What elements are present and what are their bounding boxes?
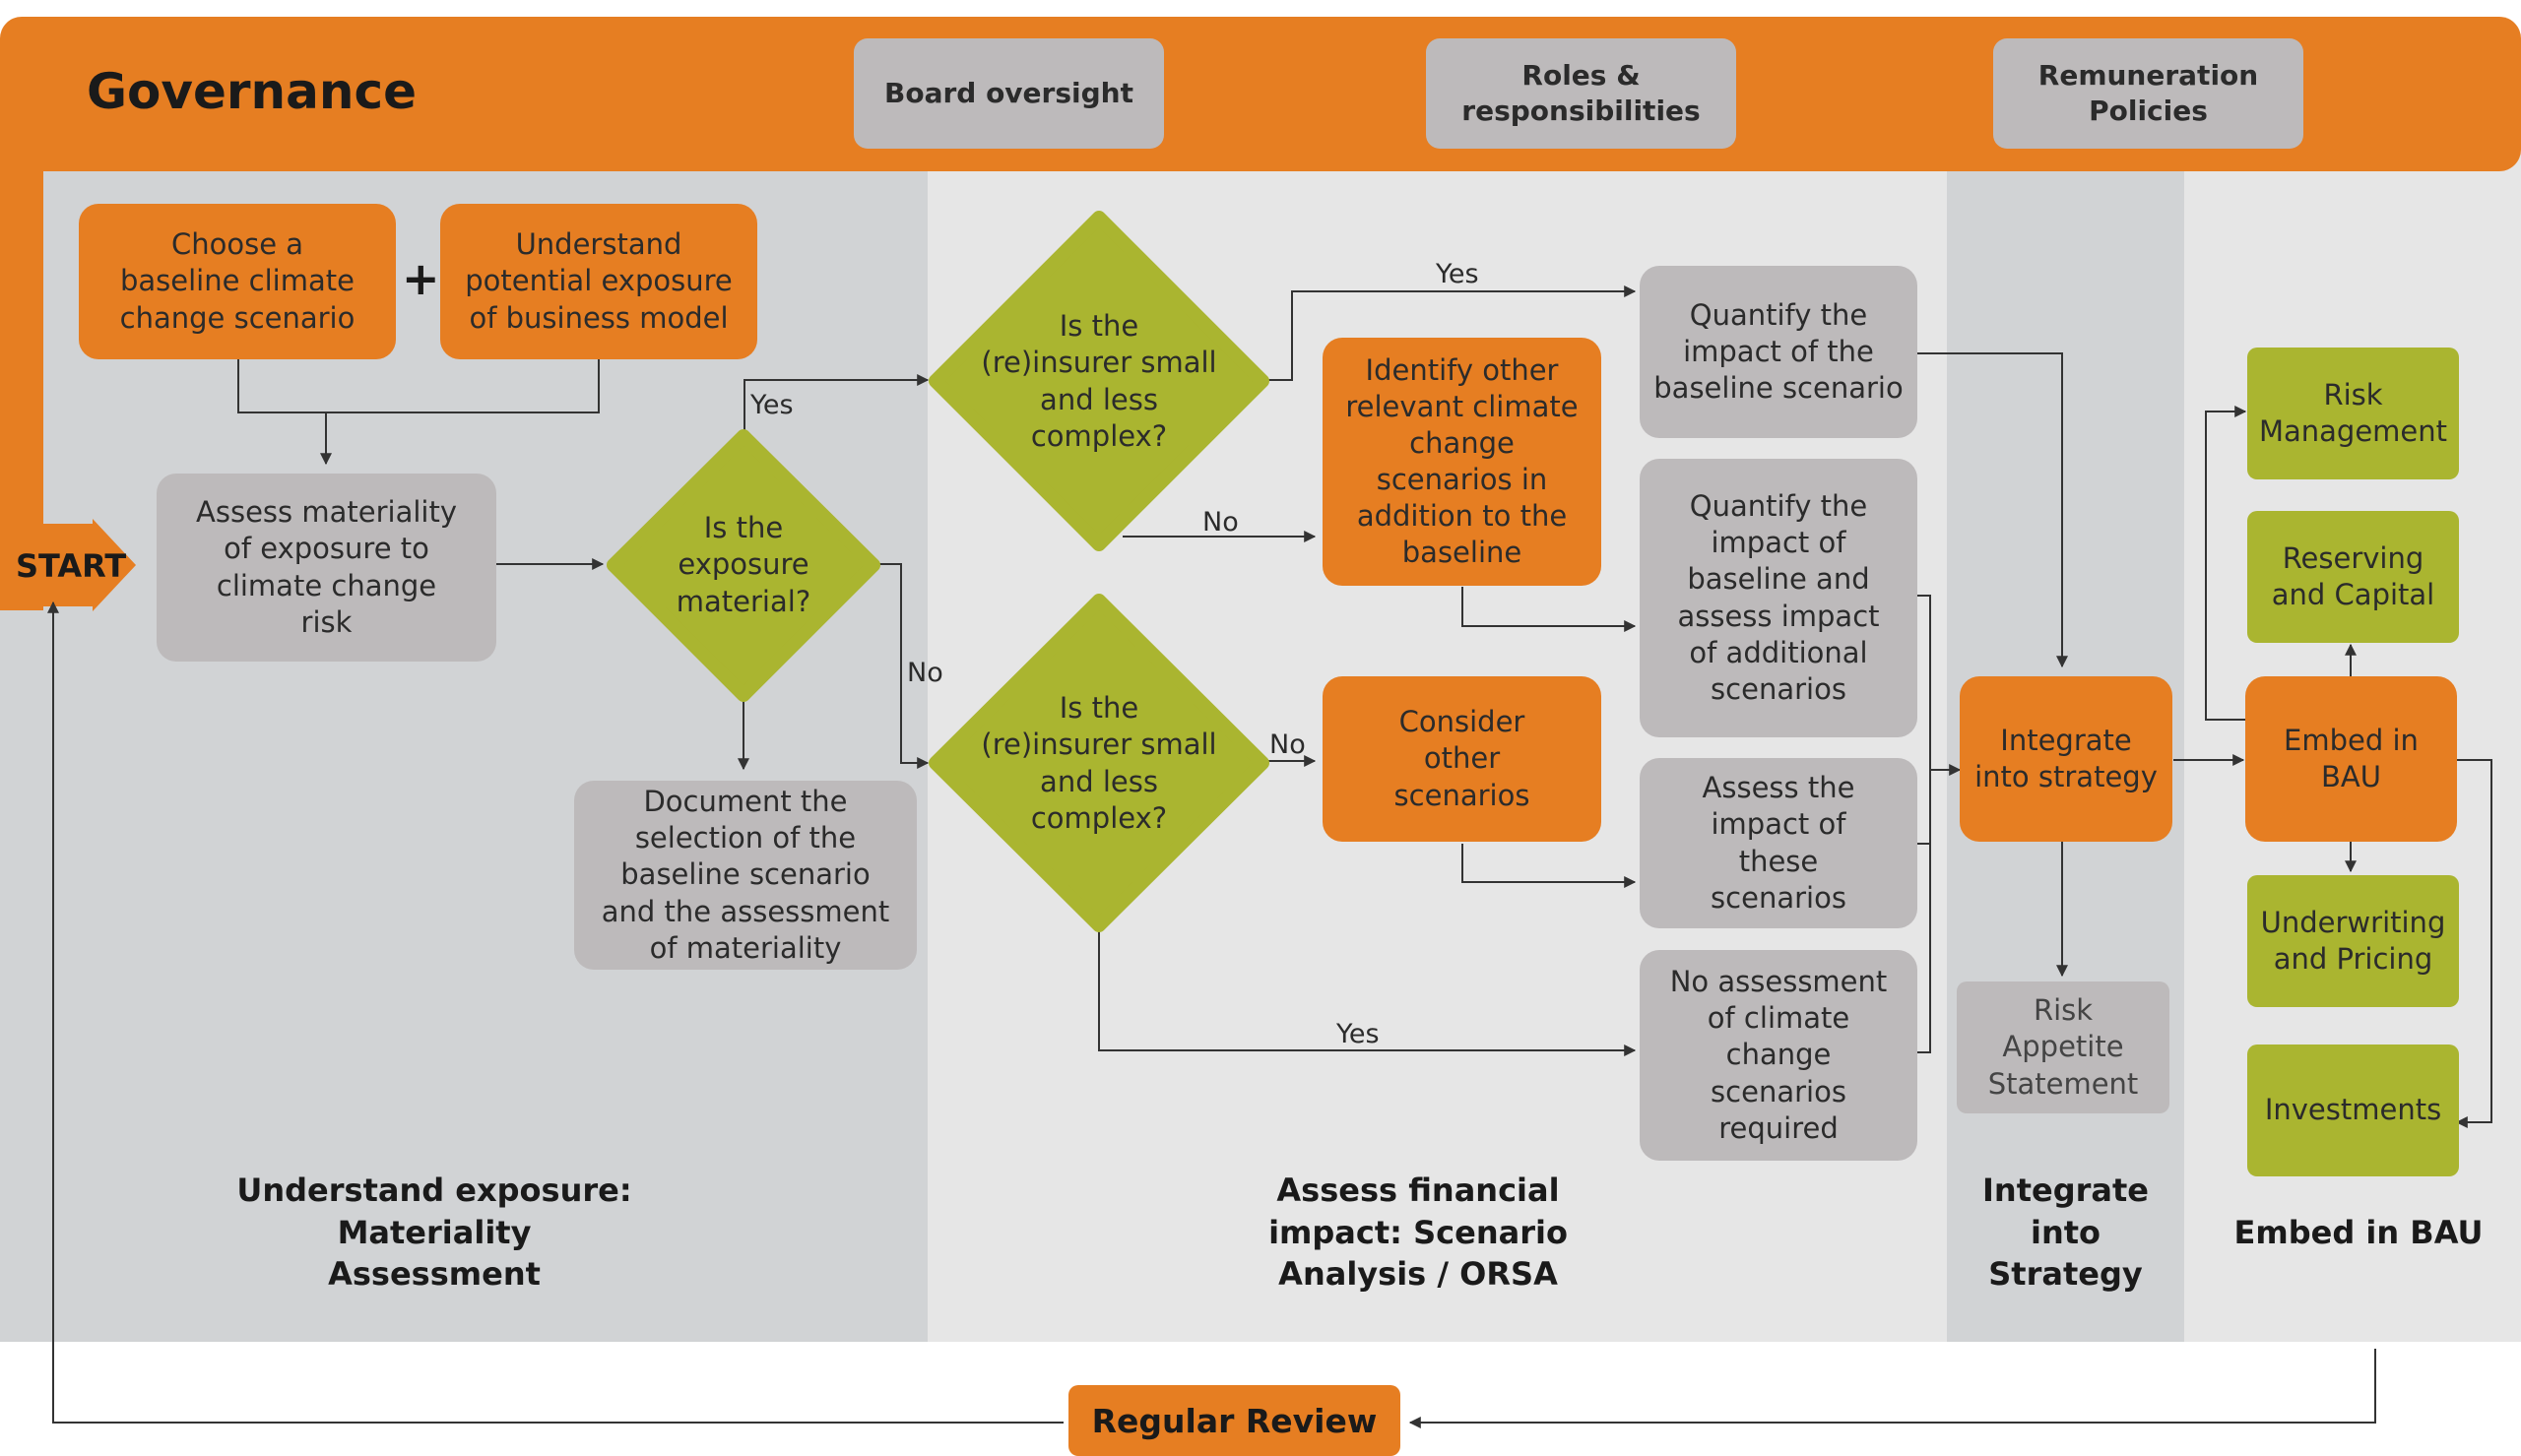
label-top-yes: Yes [1436, 259, 1479, 289]
regular-review-box: Regular Review [1068, 1385, 1400, 1456]
board-oversight-box: Board oversight [854, 38, 1164, 149]
identify-scenarios-box: Identify other relevant climate change s… [1323, 338, 1601, 586]
connector-bracket-top [1917, 595, 1931, 1053]
section-title-materiality: Understand exposure: Materiality Assessm… [236, 1171, 632, 1294]
section-title-bau: Embed in BAU [2233, 1214, 2484, 1251]
embed-bau-box: Embed in BAU [2245, 676, 2457, 842]
no-assessment-box: No assessment of climate change scenario… [1640, 950, 1917, 1161]
label-material-yes: Yes [750, 390, 794, 420]
label-top-no: No [1202, 507, 1239, 538]
complexity-diamond-bottom [929, 594, 1269, 932]
integrate-strategy-box: Integrate into strategy [1960, 676, 2172, 842]
connector-consider-to-assess [1461, 844, 1637, 888]
exposure-material-question: Is the exposure material? [676, 511, 811, 618]
connector-bau-to-review [1408, 1349, 2376, 1428]
underwriting-pricing-box: Underwriting and Pricing [2247, 875, 2459, 1007]
connector-material-yes [743, 374, 930, 436]
risk-management-box: Risk Management [2247, 348, 2459, 479]
connector-bottom-yes [1098, 925, 1637, 1056]
assess-materiality-box: Assess materiality of exposure to climat… [157, 474, 496, 662]
complexity-diamond-top [929, 211, 1269, 551]
quantify-additional-box: Quantify the impact of baseline and asse… [1640, 459, 1917, 737]
consider-scenarios-box: Consider other scenarios [1323, 676, 1601, 842]
reserving-capital-box: Reserving and Capital [2247, 511, 2459, 643]
section-title-strategy: Integrate into Strategy [1982, 1171, 2149, 1294]
start-arrow-shape [0, 519, 136, 611]
connector-quantify-to-integrate [1917, 352, 2068, 668]
complexity-question-top: Is the (re)insurer small and less comple… [981, 309, 1217, 453]
investments-box: Investments [2247, 1045, 2459, 1176]
plus-sign: + [402, 252, 440, 305]
connector-embed-to-investments [2455, 759, 2492, 1128]
label-bottom-yes: Yes [1336, 1019, 1380, 1049]
quantify-baseline-box: Quantify the impact of the baseline scen… [1640, 266, 1917, 438]
baseline-scenario-box: Choose a baseline climate change scenari… [79, 204, 396, 359]
document-selection-box: Document the selection of the baseline s… [574, 781, 917, 970]
exposure-business-model-box: Understand potential exposure of busines… [440, 204, 757, 359]
connector-embed-to-risk-mgmt [2205, 406, 2247, 721]
connector-material-no [873, 563, 930, 769]
material-diamond [607, 429, 880, 702]
roles-responsibilities-box: Roles & responsibilities [1426, 38, 1736, 149]
governance-title: Governance [87, 63, 418, 120]
connector-identify-to-quantify [1461, 587, 1637, 632]
remuneration-policies-box: Remuneration Policies [1993, 38, 2303, 149]
assess-these-scenarios-box: Assess the impact of these scenarios [1640, 758, 1917, 928]
complexity-question-bottom: Is the (re)insurer small and less comple… [981, 691, 1217, 835]
connector-review-to-start [47, 601, 1064, 1424]
section-title-scenario: Assess financial impact: Scenario Analys… [1268, 1171, 1568, 1294]
risk-appetite-box: Risk Appetite Statement [1957, 981, 2169, 1113]
label-bottom-no: No [1269, 729, 1306, 760]
connector-baseline-merge [237, 359, 600, 413]
start-label: START [16, 547, 127, 585]
connector-top-yes [1266, 285, 1637, 381]
label-material-no: No [907, 658, 943, 688]
